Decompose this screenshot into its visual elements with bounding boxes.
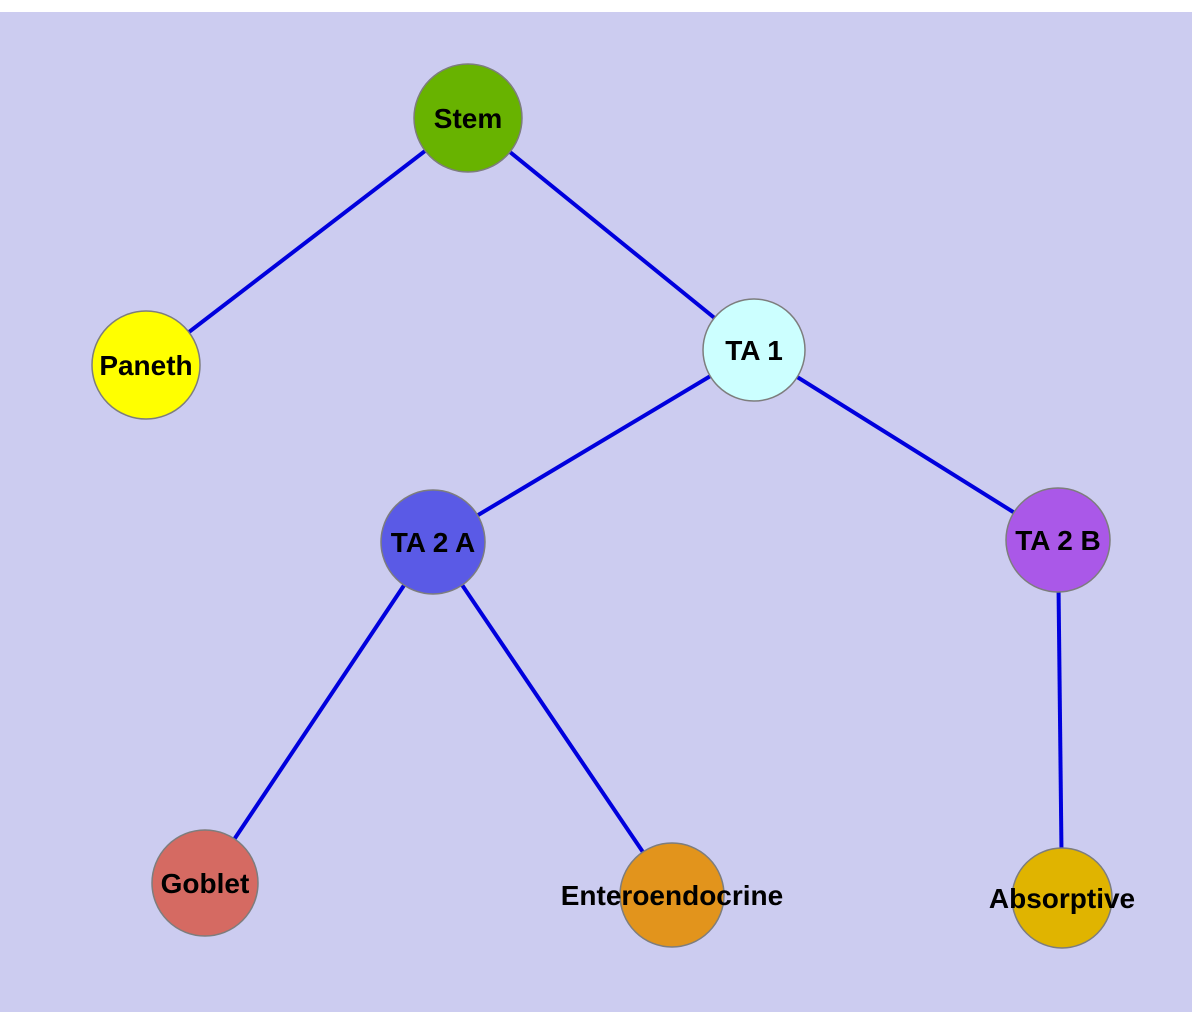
edge-ta2a-enteroendocrine bbox=[431, 540, 674, 897]
node-ta2a: TA 2 A bbox=[380, 489, 486, 595]
node-goblet: Goblet bbox=[151, 829, 259, 937]
node-circle-ta1 bbox=[702, 298, 806, 402]
node-absorptive: Absorptive bbox=[989, 847, 1135, 949]
node-label-absorptive: Absorptive bbox=[989, 883, 1135, 914]
node-circle-ta2b bbox=[1005, 487, 1111, 593]
node-label-ta2a: TA 2 A bbox=[391, 527, 476, 558]
edge-stem-ta1 bbox=[466, 116, 756, 352]
node-enteroendocrine: Enteroendocrine bbox=[561, 842, 783, 948]
node-circle-goblet bbox=[151, 829, 259, 937]
node-label-ta2b: TA 2 B bbox=[1015, 525, 1101, 556]
node-label-goblet: Goblet bbox=[161, 868, 250, 899]
edge-ta1-ta2a bbox=[431, 348, 756, 544]
node-ta1: TA 1 bbox=[702, 298, 806, 402]
edge-ta1-ta2b bbox=[752, 348, 1060, 542]
node-circle-absorptive bbox=[1011, 847, 1113, 949]
node-label-ta1: TA 1 bbox=[725, 335, 783, 366]
node-circle-paneth bbox=[91, 310, 201, 420]
edge-stem-paneth bbox=[144, 116, 470, 367]
node-stem: Stem bbox=[413, 63, 523, 173]
node-label-paneth: Paneth bbox=[99, 350, 192, 381]
node-circle-stem bbox=[413, 63, 523, 173]
node-circle-enteroendocrine bbox=[619, 842, 725, 948]
node-ta2b: TA 2 B bbox=[1005, 487, 1111, 593]
edge-ta2a-goblet bbox=[203, 540, 435, 885]
node-paneth: Paneth bbox=[91, 310, 201, 420]
node-label-enteroendocrine: Enteroendocrine bbox=[561, 880, 783, 911]
edge-ta2b-absorptive bbox=[1056, 539, 1064, 899]
node-label-stem: Stem bbox=[434, 103, 502, 134]
node-circle-ta2a bbox=[380, 489, 486, 595]
